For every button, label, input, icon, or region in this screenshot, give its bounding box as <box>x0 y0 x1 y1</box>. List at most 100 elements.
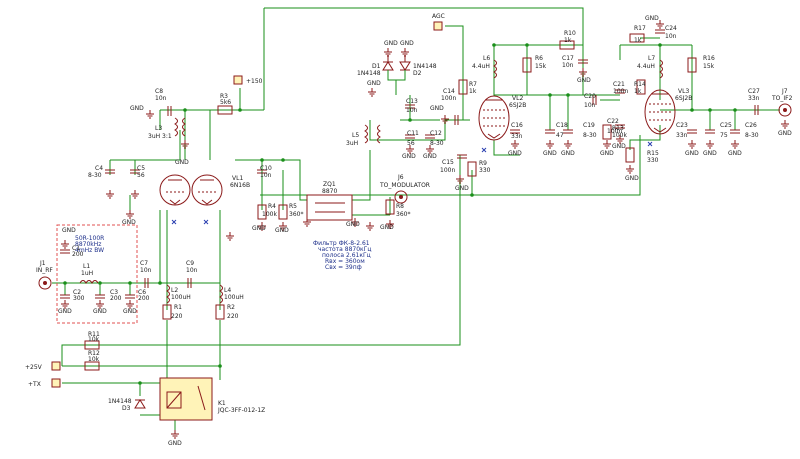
part-label: 10n <box>665 33 677 40</box>
part-label: 1k <box>634 37 642 44</box>
part-label: L7 <box>648 55 655 62</box>
diodes <box>134 55 411 409</box>
part-label: R12 <box>88 350 100 357</box>
part-label: 8-30 <box>430 140 444 147</box>
label-vl3-val: 6SJ2B <box>675 95 692 102</box>
label-j1: J1 <box>39 260 46 267</box>
part-label: 10n <box>140 267 152 274</box>
filter-zq1-body <box>306 194 353 221</box>
part-label: 8-30 <box>88 172 102 179</box>
part-label: L4 <box>224 287 231 294</box>
part-label: D1 <box>372 63 381 70</box>
part-label: R10 <box>564 30 576 37</box>
part-label: C8 <box>155 88 163 95</box>
label-zq1: ZQ1 <box>323 181 336 188</box>
part-label: 200 <box>110 295 122 302</box>
gnd-label: GND <box>455 185 469 192</box>
part-label: 10n <box>584 102 596 109</box>
part-label: D3 <box>122 405 131 412</box>
part-label: L6 <box>483 55 490 62</box>
part-label: 10k <box>88 336 100 343</box>
gnd-label: GND <box>367 80 381 87</box>
components <box>38 19 792 439</box>
part-label: C4 <box>95 165 103 172</box>
part-label: C11 <box>407 130 419 137</box>
label-vl2: VL2 <box>512 95 523 102</box>
part-label: 10n <box>260 172 272 179</box>
part-label: C13 <box>406 98 418 105</box>
part-label: 330 <box>647 157 659 164</box>
label-vl1-val: 6N16B <box>230 182 250 189</box>
part-label: 100k <box>612 132 627 139</box>
part-label: 33n <box>511 133 523 140</box>
relay-k1-body <box>159 377 213 421</box>
part-label: R2 <box>227 304 235 311</box>
part-label: C10 <box>260 165 272 172</box>
gnd-label: GND <box>384 40 398 47</box>
part-label: C20 <box>584 93 596 100</box>
port-label-150: +150 <box>246 78 263 85</box>
note-zq1-5: Свх = 39пф <box>325 264 362 271</box>
port-label-25v: +25V <box>25 364 43 371</box>
note-filter-1: 50R-100R <box>75 235 104 242</box>
gnd-label: GND <box>561 150 575 157</box>
gnd-label: GND <box>380 224 394 231</box>
part-label: 15k <box>535 63 547 70</box>
part-label: L5 <box>352 132 359 139</box>
part-label: 8-30 <box>745 132 759 139</box>
port-label-agc: AGC <box>432 13 445 20</box>
gnd-label: GND <box>703 150 717 157</box>
part-label: 1uH <box>81 270 93 277</box>
part-label: 8-30 <box>583 132 597 139</box>
gnd-label: GND <box>600 150 614 157</box>
part-label: L2 <box>171 287 178 294</box>
part-label: 100n <box>607 128 622 135</box>
part-label: R16 <box>703 55 715 62</box>
label-vl1: VL1 <box>232 175 243 182</box>
gnd-label: GND <box>430 105 444 112</box>
part-label: C27 <box>748 88 760 95</box>
part-label: R7 <box>469 81 477 88</box>
part-label: C15 <box>442 159 454 166</box>
part-label: 10n <box>562 62 574 69</box>
gnd-label: GND <box>346 221 360 228</box>
part-label: C5 <box>137 165 145 172</box>
note-zq1-3: полоса 2.61кГц <box>322 252 371 259</box>
part-label: 1N4148 <box>108 398 132 405</box>
note-filter-2: 8870kHz <box>75 241 101 248</box>
part-label: 4.4uH <box>637 63 655 70</box>
note-zq1-4: Rвх = 360ом <box>325 258 365 265</box>
part-label: R5 <box>289 203 297 210</box>
gnd-label: GND <box>577 77 591 84</box>
gnd-label: GND <box>778 130 792 137</box>
part-label: C17 <box>562 55 574 62</box>
part-label: L1 <box>83 263 90 270</box>
part-label: 100uH <box>224 294 244 301</box>
part-label: 5k6 <box>220 99 231 106</box>
input-filter-box <box>56 224 138 324</box>
part-label: C7 <box>140 260 148 267</box>
part-label: R17 <box>634 25 646 32</box>
part-label: C18 <box>556 122 568 129</box>
part-label: C2 <box>73 289 81 296</box>
label-j1-name: IN_RF <box>36 267 53 274</box>
part-label: C6 <box>138 289 146 296</box>
part-label: 4.4uH <box>472 63 490 70</box>
gnd-label: GND <box>93 308 107 315</box>
part-label: C25 <box>720 122 732 129</box>
part-label: C21 <box>613 81 625 88</box>
gnd-label: GND <box>275 227 289 234</box>
part-label: 100k <box>262 211 277 218</box>
labels: +150 AGC +25V +TX J1 IN_RF J6 TO_MODULAT… <box>25 13 793 447</box>
part-label: 1k <box>564 37 572 44</box>
part-label: 360* <box>289 211 303 218</box>
part-label: R11 <box>88 331 100 338</box>
part-label: 100uH <box>171 294 191 301</box>
part-label: C3 <box>110 289 118 296</box>
note-zq1-2: частота 8870кГц <box>318 246 371 253</box>
label-j7-name: TO_IF2 <box>771 95 793 102</box>
label-vl2-val: 6SJ2B <box>509 102 526 109</box>
tube-vl2 <box>478 95 510 141</box>
part-label: C24 <box>665 25 677 32</box>
part-label: 1N4148 <box>357 70 381 77</box>
